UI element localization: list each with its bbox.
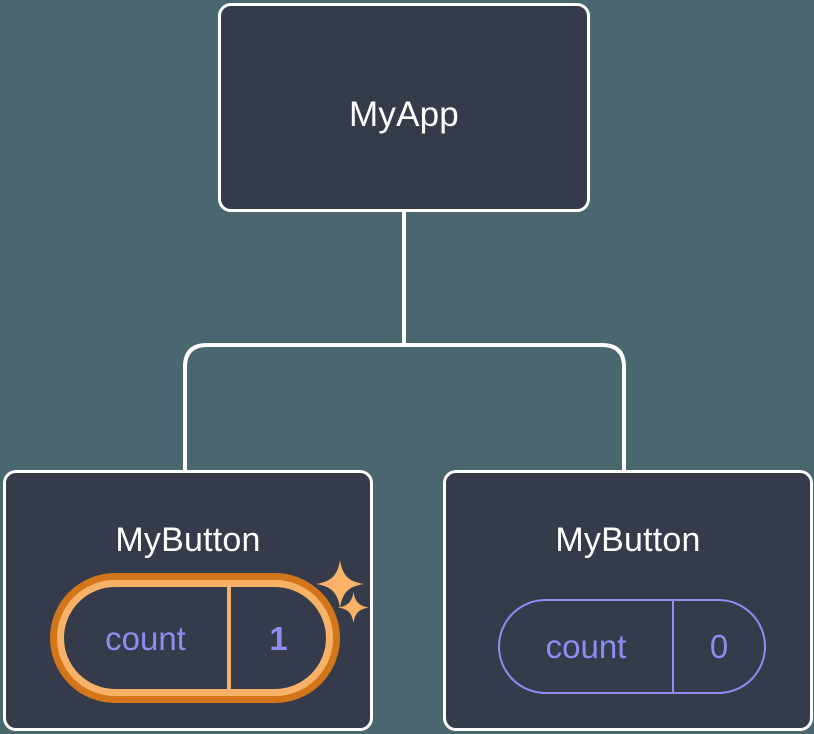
node-mybutton-right-label: MyButton bbox=[555, 521, 701, 559]
node-mybutton-left[interactable]: MyButton count 1 bbox=[3, 470, 373, 731]
node-mybutton-left-label: MyButton bbox=[115, 521, 261, 559]
sparkle-small-icon bbox=[338, 592, 369, 623]
node-mybutton-right[interactable]: MyButton count 0 bbox=[443, 470, 813, 731]
state-value-label: 0 bbox=[709, 628, 729, 665]
node-myapp[interactable]: MyApp bbox=[218, 3, 590, 212]
sparkle-large-icon bbox=[316, 560, 364, 608]
state-value-label: 1 bbox=[269, 619, 288, 657]
connector-branch-bar bbox=[183, 343, 626, 470]
state-pill-highlighted[interactable]: count 1 bbox=[50, 573, 340, 703]
state-pill-inner: count 1 bbox=[57, 580, 333, 696]
node-myapp-label: MyApp bbox=[349, 95, 459, 134]
state-key-label: count bbox=[64, 587, 231, 689]
state-key-label: count bbox=[500, 601, 674, 692]
state-pill-plain[interactable]: count 0 bbox=[498, 599, 766, 694]
